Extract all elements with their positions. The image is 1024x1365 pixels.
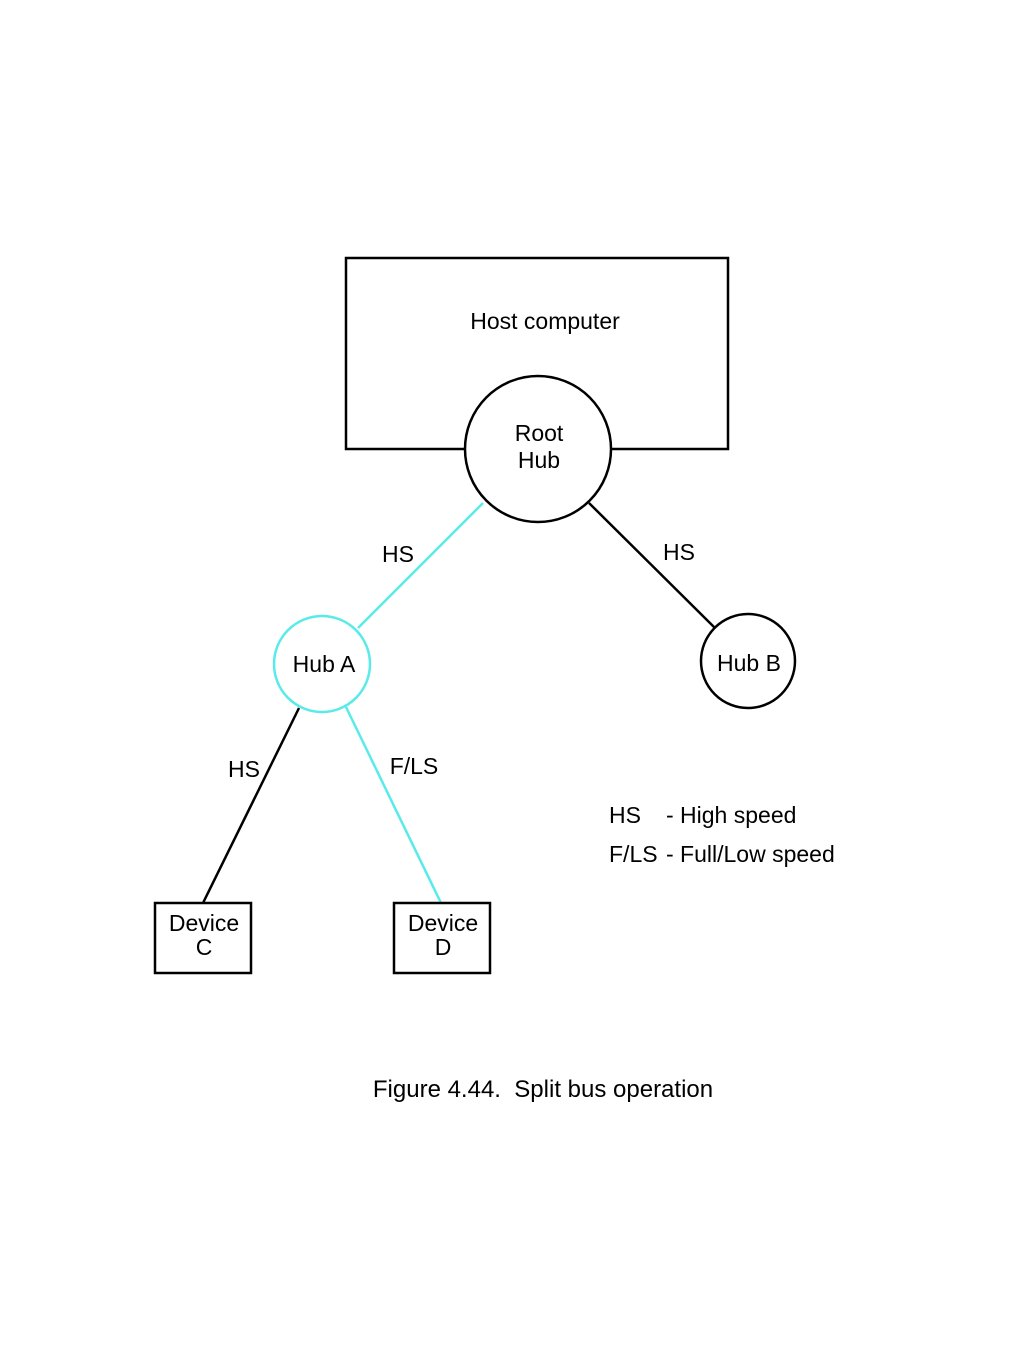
link-hub-a-to-device-c [201,707,301,904]
root-hub-label-line2: Hub [518,447,560,473]
link-root-to-hub-a [357,502,484,629]
device-c-label-line1: Device [169,910,239,936]
hub-b-label: Hub B [717,650,781,676]
device-d-label-line2: D [435,934,452,960]
host-computer-label: Host computer [470,308,620,334]
link-label-root-hub-b: HS [663,539,695,565]
link-root-to-hub-b [588,502,717,630]
hub-a-label: Hub A [293,651,356,677]
link-label-hub-a-device-d: F/LS [390,753,439,779]
legend-fls-abbr: F/LS [609,841,658,867]
host-computer-box [344,256,730,451]
legend-fls-desc: - Full/Low speed [666,841,835,867]
hub-a-node [272,614,372,714]
figure-caption: Figure 4.44. Split bus operation [373,1076,713,1103]
link-hub-a-to-device-d [344,706,443,904]
legend-hs-abbr: HS [609,802,641,828]
device-d-label-line1: Device [408,910,478,936]
hub-b-node [699,612,797,710]
device-d-box [392,901,492,975]
root-hub-label-line1: Root [515,420,564,446]
legend: HS - High speed F/LS - Full/Low speed [609,802,835,867]
root-hub-node [463,374,613,524]
device-c-box [153,901,253,975]
link-label-hub-a-device-c: HS [228,756,260,782]
link-label-root-hub-a: HS [382,541,414,567]
legend-hs-desc: - High speed [666,802,796,828]
device-c-label-line2: C [196,934,213,960]
